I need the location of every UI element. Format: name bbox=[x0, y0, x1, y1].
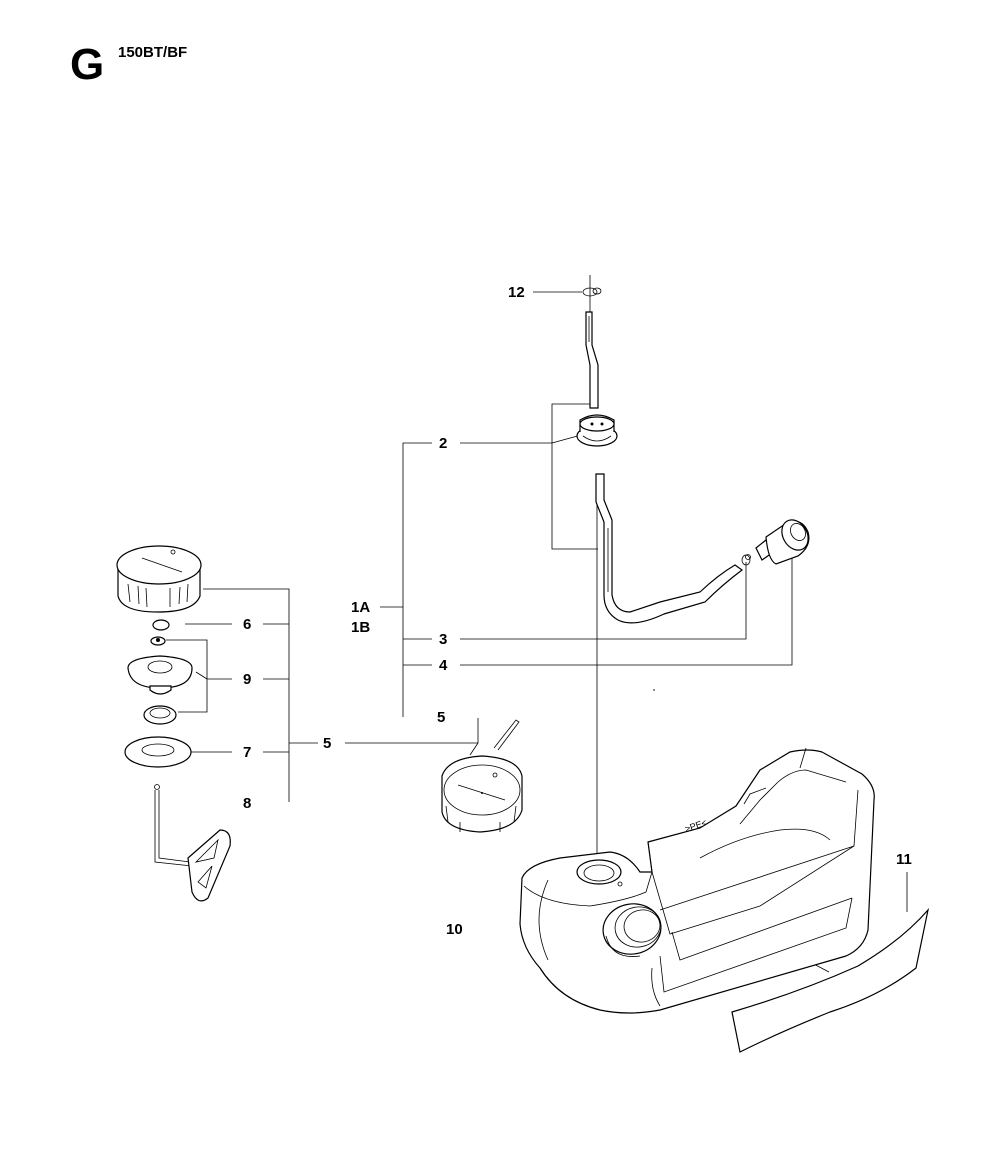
part-4-fuel-filter bbox=[755, 519, 810, 565]
label-8: 8 bbox=[243, 795, 251, 812]
label-1b: 1B bbox=[351, 619, 370, 636]
model-number: 150BT/BF bbox=[118, 44, 188, 61]
label-5-top: 5 bbox=[437, 709, 445, 726]
part-2-grommet bbox=[576, 414, 618, 447]
stray-mark bbox=[653, 689, 655, 691]
label-2: 2 bbox=[439, 435, 447, 452]
label-7: 7 bbox=[243, 744, 251, 761]
part-10-fuel-tank: >PE< bbox=[519, 747, 875, 1014]
part-5-fuel-cap-complete bbox=[441, 719, 523, 833]
label-4: 4 bbox=[439, 657, 448, 674]
part-3-fuel-hose bbox=[595, 473, 744, 624]
label-9: 9 bbox=[243, 671, 251, 688]
label-6: 6 bbox=[243, 616, 251, 633]
label-1a: 1A bbox=[351, 599, 370, 616]
fuel-cap-assembly bbox=[116, 545, 231, 902]
section-letter: G bbox=[70, 40, 105, 89]
label-11: 11 bbox=[896, 851, 912, 868]
part-11-decal bbox=[731, 907, 930, 1053]
label-12: 12 bbox=[508, 284, 525, 301]
part-3-hose-clip bbox=[741, 554, 751, 566]
label-5-left: 5 bbox=[323, 735, 331, 752]
label-3: 3 bbox=[439, 631, 447, 648]
label-10: 10 bbox=[446, 921, 463, 938]
callout-labels: 12 2 1A 1B 3 4 6 9 7 8 5 5 10 11 bbox=[243, 284, 912, 938]
part-2-vent-hose bbox=[585, 311, 599, 409]
